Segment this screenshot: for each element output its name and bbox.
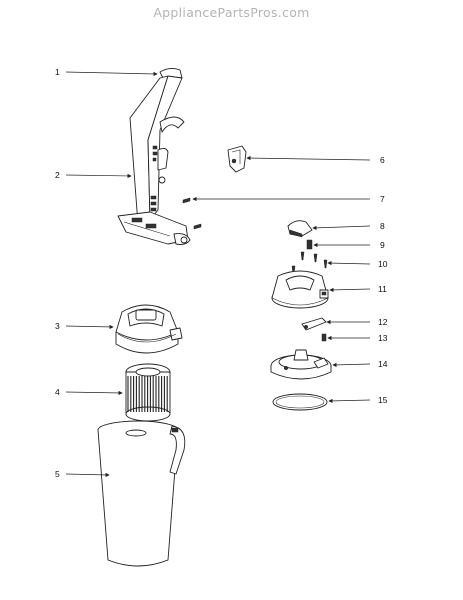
dust-container-part bbox=[97, 420, 186, 567]
leader-11 bbox=[329, 287, 371, 293]
callout-11: 11 bbox=[378, 284, 387, 294]
leader-8 bbox=[312, 225, 371, 230]
leader-lines bbox=[65, 71, 371, 478]
latch-lever-part bbox=[301, 317, 327, 331]
callout-9: 9 bbox=[380, 240, 385, 250]
leader-15 bbox=[328, 398, 371, 404]
callout-14: 14 bbox=[378, 359, 388, 369]
spring-part bbox=[306, 239, 313, 250]
release-button-part bbox=[287, 220, 313, 238]
callout-12: 12 bbox=[378, 317, 388, 327]
callout-8: 8 bbox=[380, 221, 385, 231]
callout-3: 3 bbox=[55, 321, 60, 331]
callout-15: 15 bbox=[378, 395, 388, 405]
dust-cup-lid-part bbox=[115, 304, 183, 354]
filter-plate-part bbox=[270, 349, 332, 380]
pleated-filter-part bbox=[125, 363, 171, 422]
callout-13: 13 bbox=[378, 333, 388, 343]
latch-clip-part bbox=[227, 145, 247, 173]
callout-4: 4 bbox=[55, 387, 60, 397]
callout-1: 1 bbox=[55, 67, 60, 77]
leader-14 bbox=[332, 362, 371, 368]
leader-5 bbox=[65, 472, 110, 478]
cyclone-lid-part bbox=[271, 270, 329, 309]
callout-6: 6 bbox=[380, 155, 385, 165]
callout-5: 5 bbox=[55, 469, 60, 479]
gasket-ring-part bbox=[272, 393, 328, 411]
leader-6 bbox=[246, 155, 371, 161]
leader-1 bbox=[65, 71, 158, 77]
spring-13-part bbox=[321, 333, 327, 342]
callout-10: 10 bbox=[378, 259, 388, 269]
watermark-text: AppliancePartsPros.com bbox=[153, 5, 310, 20]
leader-10 bbox=[327, 260, 371, 266]
callout-7: 7 bbox=[380, 194, 385, 204]
leader-4 bbox=[65, 390, 123, 396]
vacuum-body-part bbox=[117, 67, 191, 245]
leader-2 bbox=[65, 173, 132, 179]
leader-3 bbox=[65, 324, 114, 330]
callout-labels: 1 2 3 4 5 6 7 8 9 10 11 12 13 14 15 bbox=[55, 67, 388, 479]
callout-2: 2 bbox=[55, 170, 60, 180]
screw-7-part bbox=[182, 197, 202, 230]
